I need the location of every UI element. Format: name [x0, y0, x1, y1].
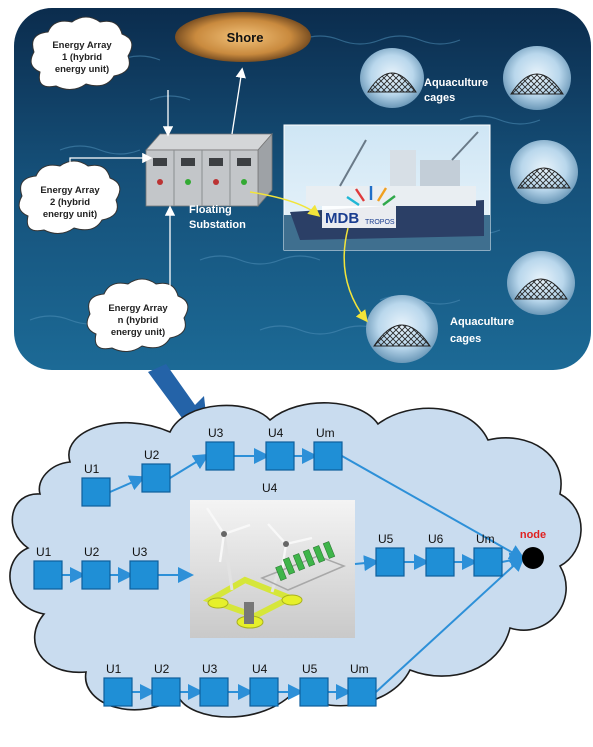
energy-array-n-line-3: energy unit) — [111, 327, 165, 338]
mdb-tropos-logo: MDB TROPOS — [322, 186, 396, 228]
unit-boxes — [33, 441, 503, 707]
row1-flow-1 — [109, 475, 146, 493]
row1-unit-label-3: U3 — [208, 426, 224, 440]
row3-unit-label-1: U1 — [106, 662, 122, 676]
energy-array-1-line-3: energy unit) — [55, 64, 109, 75]
connectors-yellow — [249, 191, 368, 323]
row2-unit-label-6: Um — [476, 532, 495, 546]
row3-unit-box-6 — [347, 677, 377, 707]
energy-array-n-line-1: Energy Array — [108, 303, 168, 314]
energy-array-n-line-2: n (hybrid — [118, 315, 159, 326]
row3-unit-box-1 — [103, 677, 133, 707]
aquaculture-cage-5 — [366, 295, 438, 363]
shore: Shore — [175, 12, 311, 62]
aquaculture-cage-1 — [360, 48, 424, 108]
energy-array-2-line-1: Energy Array — [40, 185, 100, 196]
energy-array-1: Energy Array 1 (hybrid energy unit) — [30, 16, 133, 90]
row1-flow-to-node — [341, 455, 526, 560]
aquaculture-top-label-line-2: cages — [424, 92, 455, 104]
mdb-logo-text: MDB — [325, 210, 359, 227]
substation-label-line-2: Substation — [189, 219, 246, 231]
row2-unit-label-1: U1 — [36, 545, 52, 559]
row1-flow-2 — [169, 453, 210, 479]
energy-array-1-line-1: Energy Array — [52, 40, 112, 51]
floating-substation-icon — [145, 132, 273, 208]
node-circle — [522, 547, 544, 569]
row2-unit-label-3: U3 — [132, 545, 148, 559]
row1-unit-label-1: U1 — [84, 462, 100, 476]
row3-unit-label-2: U2 — [154, 662, 170, 676]
mdb-logo-subtext: TROPOS — [365, 219, 395, 226]
energy-array-n: Energy Array n (hybrid energy unit) — [86, 278, 189, 352]
row3-unit-box-3 — [199, 677, 229, 707]
row2-unit-label-2: U2 — [84, 545, 100, 559]
row2-unit-box-4 — [375, 547, 405, 577]
energy-array-2: Energy Array 2 (hybrid energy unit) — [18, 160, 121, 234]
aquaculture-cage-4 — [507, 251, 575, 315]
aquaculture-cage-3 — [510, 140, 578, 204]
row2-unit-box-2 — [81, 560, 111, 590]
connectors-to-substation — [69, 67, 246, 288]
energy-array-2-line-2: 2 (hybrid — [50, 197, 90, 208]
row3-unit-box-4 — [249, 677, 279, 707]
row2-unit-box-5 — [425, 547, 455, 577]
row2-unit-label-4: U5 — [378, 532, 394, 546]
node-label: node — [520, 529, 546, 541]
row1-unit-label-4: U4 — [268, 426, 284, 440]
aquaculture-bottom-label-line-1: Aquaculture — [450, 316, 514, 328]
row2-unit-label-5: U6 — [428, 532, 444, 546]
energy-array-2-line-3: energy unit) — [43, 209, 97, 220]
row3-unit-label-6: Um — [350, 662, 369, 676]
row1-unit-box-4 — [265, 441, 295, 471]
row3-unit-label-4: U4 — [252, 662, 268, 676]
flow-lines — [62, 448, 526, 700]
energy-array-1-line-2: 1 (hybrid — [62, 52, 102, 63]
row2-flow-3-b — [354, 555, 380, 572]
turbine-image-label: U4 — [262, 481, 278, 495]
row1-unit-label-5: Um — [316, 426, 335, 440]
row2-unit-box-6 — [473, 547, 503, 577]
hybrid-turbine-image — [190, 500, 355, 638]
row3-unit-box-2 — [151, 677, 181, 707]
mdb-tropos-vessel — [283, 124, 491, 251]
row3-flow-to-node — [375, 555, 525, 693]
row3-unit-label-3: U3 — [202, 662, 218, 676]
row1-unit-box-3 — [205, 441, 235, 471]
row1-unit-box-5 — [313, 441, 343, 471]
row3-unit-box-5 — [299, 677, 329, 707]
shore-ellipse — [175, 12, 311, 62]
row1-unit-box-1 — [81, 477, 111, 507]
aquaculture-cage-2 — [503, 46, 571, 110]
row2-unit-box-1 — [33, 560, 63, 590]
aquaculture-top-label-line-1: Aquaculture — [424, 77, 488, 89]
substation-label-line-1: Floating — [189, 204, 232, 216]
aquaculture-bottom-label-line-2: cages — [450, 333, 481, 345]
row2-unit-box-3 — [129, 560, 159, 590]
row1-unit-box-2 — [141, 463, 171, 493]
row1-unit-label-2: U2 — [144, 448, 160, 462]
shore-label: Shore — [227, 30, 264, 45]
row3-unit-label-5: U5 — [302, 662, 318, 676]
sea-scene: Shore Energy Array 1 (hybrid energy unit… — [14, 8, 591, 370]
